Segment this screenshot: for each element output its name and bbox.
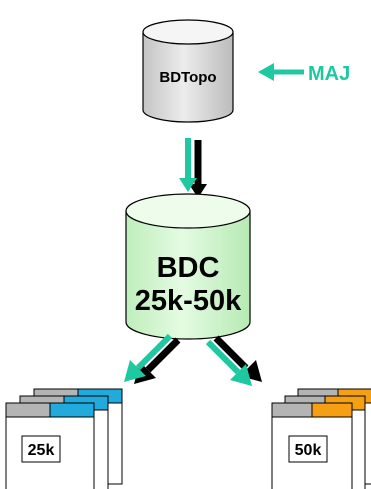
label-box-50k (288, 435, 328, 463)
update-label: MAJ (308, 63, 350, 85)
doc-front: 25k (5, 402, 95, 489)
arrow-bdc-to-25k (124, 333, 181, 384)
label-box-25k (21, 435, 61, 463)
output-25k-label: 25k (28, 442, 55, 459)
update-arrow (258, 63, 304, 81)
bdtopo-label: BDTopo (159, 69, 216, 86)
arrow-bdtopo-to-bdc (179, 138, 207, 198)
bdc-label-line2: 25k-50k (135, 285, 242, 317)
bdtopo-database: BDTopo (142, 19, 234, 123)
arrow-bdc-to-50k (205, 335, 262, 386)
bdc-label-line1: BDC (157, 252, 220, 284)
output-50k-label: 50k (295, 442, 322, 459)
bdtopo-top (142, 19, 234, 45)
doc-front: 50k (271, 402, 353, 489)
output-50k-documents: 50k (271, 388, 371, 489)
bdc-database: BDC 25k-50k (125, 193, 251, 340)
output-25k-documents: 25k (5, 388, 123, 489)
bdc-top (125, 193, 251, 229)
